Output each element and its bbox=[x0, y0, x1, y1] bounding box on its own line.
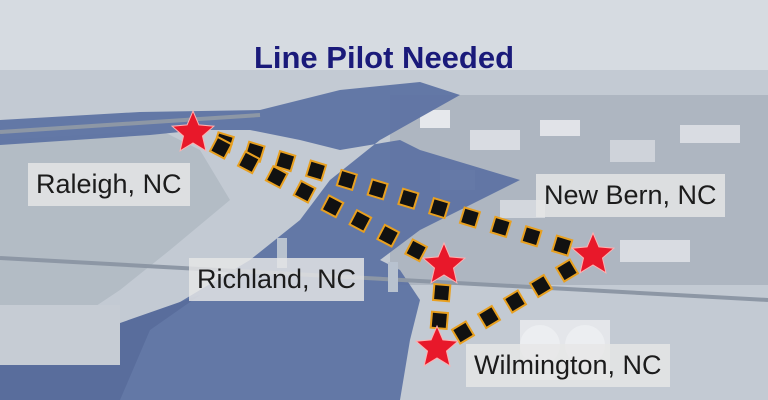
route-dot bbox=[366, 178, 389, 201]
river bbox=[0, 82, 520, 400]
route-dot bbox=[403, 238, 429, 263]
route-dot bbox=[554, 258, 580, 283]
route-dot bbox=[489, 215, 512, 239]
city-marker-star-icon bbox=[414, 324, 460, 367]
bridges bbox=[0, 113, 768, 302]
route-dot bbox=[348, 208, 373, 234]
route-dot bbox=[320, 194, 345, 219]
port-area bbox=[0, 305, 120, 365]
route-dot bbox=[274, 149, 297, 173]
city-marker-star-icon bbox=[570, 231, 616, 274]
route-dot bbox=[520, 224, 543, 248]
route-dot bbox=[397, 187, 420, 210]
route-dot bbox=[236, 150, 261, 175]
route-dot bbox=[476, 304, 502, 330]
city-marker-star-icon bbox=[170, 109, 216, 152]
route-dot bbox=[427, 196, 451, 220]
route-dot bbox=[429, 310, 450, 331]
route-dot bbox=[304, 159, 328, 182]
city-label-raleigh: Raleigh, NC bbox=[28, 163, 190, 206]
route-dot bbox=[264, 164, 289, 190]
route-dot bbox=[376, 223, 401, 248]
route-dot bbox=[431, 282, 452, 303]
route-dot bbox=[502, 289, 528, 314]
city-label-wilmington: Wilmington, NC bbox=[466, 344, 670, 387]
route-dot bbox=[292, 179, 317, 204]
route-dot bbox=[550, 234, 574, 257]
route-dot bbox=[458, 206, 482, 229]
route-dot bbox=[208, 135, 234, 160]
route-dot bbox=[335, 168, 359, 192]
city-label-richland: Richland, NC bbox=[189, 258, 365, 301]
route-dot bbox=[528, 273, 554, 299]
route-dot bbox=[450, 320, 476, 345]
page-title: Line Pilot Needed bbox=[253, 40, 515, 75]
city-label-new-bern: New Bern, NC bbox=[536, 174, 725, 217]
city-marker-star-icon bbox=[421, 241, 467, 284]
